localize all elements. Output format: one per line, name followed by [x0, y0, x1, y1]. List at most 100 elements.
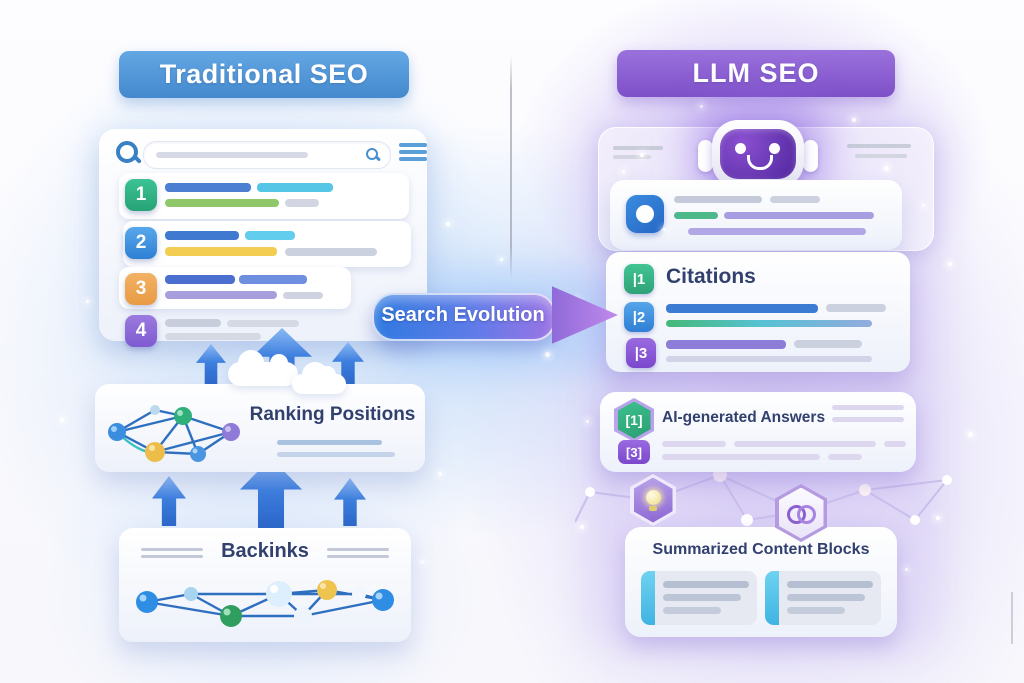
backlink-network-graph	[136, 580, 394, 627]
sparkle	[438, 472, 442, 476]
sparkle	[420, 560, 424, 564]
placeholder-text-bar	[613, 146, 663, 150]
placeholder-text-bar	[283, 292, 323, 299]
summary-title: Summarized Content Blocks	[652, 541, 870, 558]
placeholder-text-bar	[666, 304, 818, 313]
sparkle	[545, 352, 550, 357]
placeholder-text-bar	[239, 275, 307, 284]
rank-2-badge: 2	[125, 227, 157, 259]
placeholder-text-bar	[257, 183, 333, 192]
placeholder-text-bar	[794, 340, 862, 348]
llm-seo-header-label: LLM SEO	[692, 58, 820, 88]
sparkle	[936, 516, 940, 520]
sparkle	[500, 258, 503, 261]
sparkle	[86, 300, 89, 303]
center-divider	[510, 55, 512, 280]
placeholder-text-bar	[674, 196, 762, 203]
summary-card: Summarized Content Blocks	[625, 527, 897, 637]
placeholder-text-bar	[666, 356, 872, 362]
placeholder-text-bar	[884, 441, 906, 447]
placeholder-text-bar	[663, 581, 749, 588]
placeholder-text-bar	[787, 607, 845, 614]
ai-answers-card: [1] AI-generated Answers [3]	[600, 392, 916, 472]
placeholder-text-bar	[165, 247, 277, 256]
placeholder-text-bar	[165, 183, 251, 192]
placeholder-text-bar	[663, 607, 721, 614]
placeholder-text-bar	[770, 196, 820, 203]
ranking-positions-label: Ranking Positions	[249, 404, 416, 425]
placeholder-text-bar	[832, 417, 904, 422]
content-block-1	[641, 571, 757, 625]
search-input[interactable]	[143, 141, 391, 169]
traditional-seo-header: Traditional SEO	[119, 51, 409, 98]
citation-1-badge: |1	[624, 264, 654, 294]
placeholder-text-bar	[141, 555, 203, 558]
knowledge-network-graph	[575, 468, 952, 526]
placeholder-text-bar	[826, 304, 886, 312]
placeholder-text-bar	[724, 212, 874, 219]
placeholder-text-bar	[662, 441, 726, 447]
placeholder-text-bar	[613, 155, 651, 159]
placeholder-text-bar	[828, 454, 862, 460]
ai-answer-1-badge: [1]	[614, 398, 654, 442]
placeholder-text-bar	[327, 548, 389, 551]
sparkle	[580, 525, 584, 529]
placeholder-text-bar	[285, 248, 377, 256]
placeholder-text-bar	[663, 594, 741, 601]
placeholder-text-bar	[787, 581, 873, 588]
placeholder-text-bar	[734, 441, 876, 447]
placeholder-text-bar	[227, 320, 299, 327]
search-submit-icon[interactable]	[366, 148, 378, 160]
placeholder-text-bar	[688, 228, 866, 235]
placeholder-text-bar	[165, 319, 221, 327]
ai-answers-label: AI-generated Answers	[662, 409, 826, 426]
cloud-icon	[228, 350, 298, 386]
lightbulb-hexagon	[630, 474, 676, 526]
sparkle	[700, 105, 703, 108]
ranking-network-graph	[108, 405, 240, 462]
result-row-1	[119, 173, 409, 219]
sparkle	[948, 262, 952, 266]
placeholder-text-bar	[165, 199, 279, 207]
placeholder-text-bar	[666, 320, 872, 327]
citations-title: Citations	[666, 265, 756, 288]
backlinks-label: Backinks	[221, 540, 309, 562]
sparkle	[905, 568, 908, 571]
placeholder-text-bar	[327, 555, 389, 558]
placeholder-text-bar	[165, 231, 239, 240]
placeholder-text-bar	[165, 333, 261, 340]
search-evolution-label: Search Evolution	[381, 304, 545, 326]
content-block-accent	[765, 571, 779, 625]
ai-answer-3-badge: [3]	[618, 440, 650, 464]
robot-eye-left	[735, 143, 746, 154]
placeholder-text-bar	[855, 154, 907, 158]
robot-eye-right	[769, 143, 780, 154]
sparkle	[446, 222, 450, 226]
backlinks-card: Backinks	[119, 528, 411, 642]
citations-card: |1 Citations |2 |3	[606, 252, 910, 372]
placeholder-text-bar	[662, 454, 820, 460]
placeholder-text-bar	[277, 452, 395, 457]
placeholder-text-bar	[277, 440, 382, 445]
rank-3-badge: 3	[125, 273, 157, 305]
robot-ear-right	[803, 140, 818, 172]
rank-4-badge: 4	[125, 315, 157, 347]
llm-answer-card	[610, 180, 902, 250]
ranking-positions-card: Ranking Positions	[95, 384, 425, 472]
sparkle	[60, 418, 64, 422]
placeholder-text-bar	[666, 340, 786, 349]
sparkle	[586, 420, 589, 423]
search-evolution-arrow: Search Evolution	[370, 283, 618, 347]
placeholder-text-bar	[787, 594, 865, 601]
lightbulb-icon	[645, 489, 661, 511]
sparkle	[622, 170, 625, 173]
cloud-icon	[292, 362, 346, 394]
search-placeholder-bar	[156, 152, 308, 158]
placeholder-text-bar	[165, 275, 235, 284]
menu-icon[interactable]	[399, 143, 427, 163]
placeholder-text-bar	[141, 548, 203, 551]
content-block-accent	[641, 571, 655, 625]
link-icon	[787, 504, 816, 524]
right-edge-line	[1011, 592, 1013, 644]
